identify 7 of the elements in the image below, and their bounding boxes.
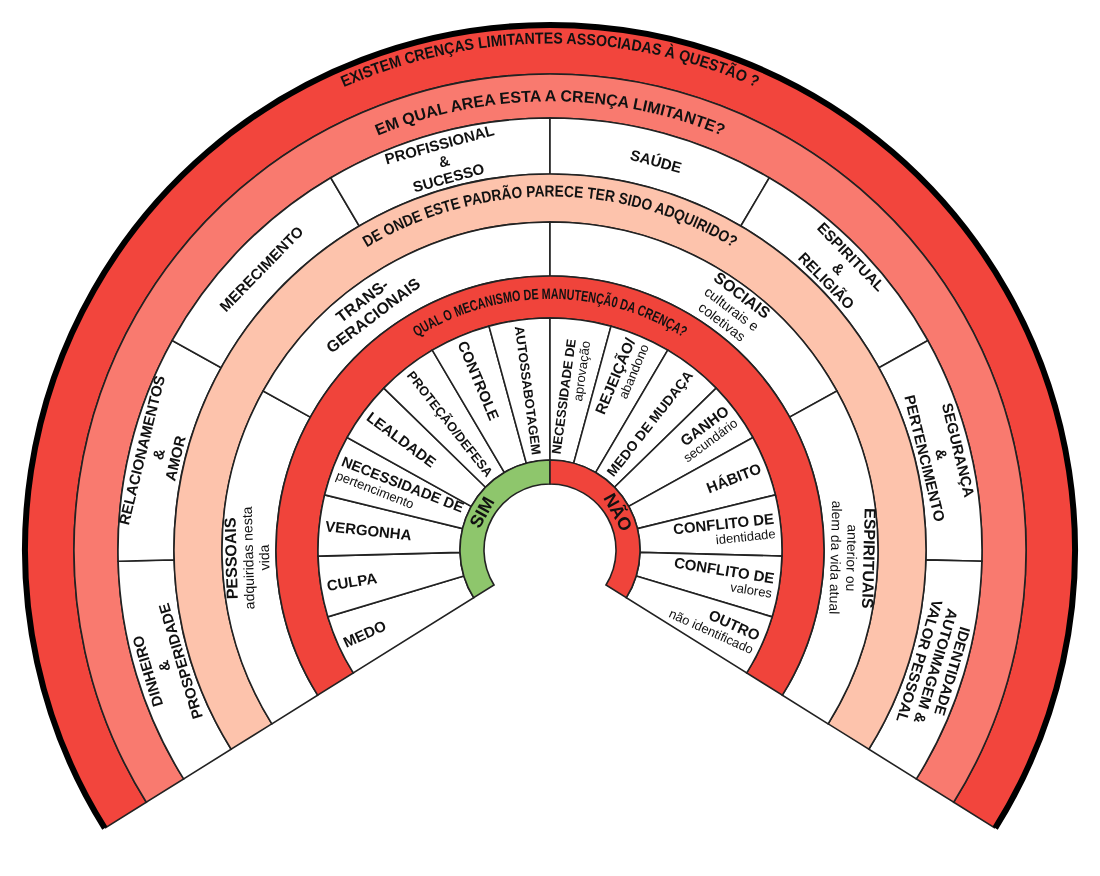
- segment-label: PESSOAIS: [221, 517, 242, 600]
- segment-label: SIM: [465, 493, 499, 532]
- segment-label: NÃO: [599, 490, 637, 535]
- ring-segment: [317, 551, 465, 618]
- ring-segment: [327, 575, 475, 674]
- arc-band: [22, 23, 1078, 830]
- segment-label: ESPIRITUAIS: [858, 507, 879, 609]
